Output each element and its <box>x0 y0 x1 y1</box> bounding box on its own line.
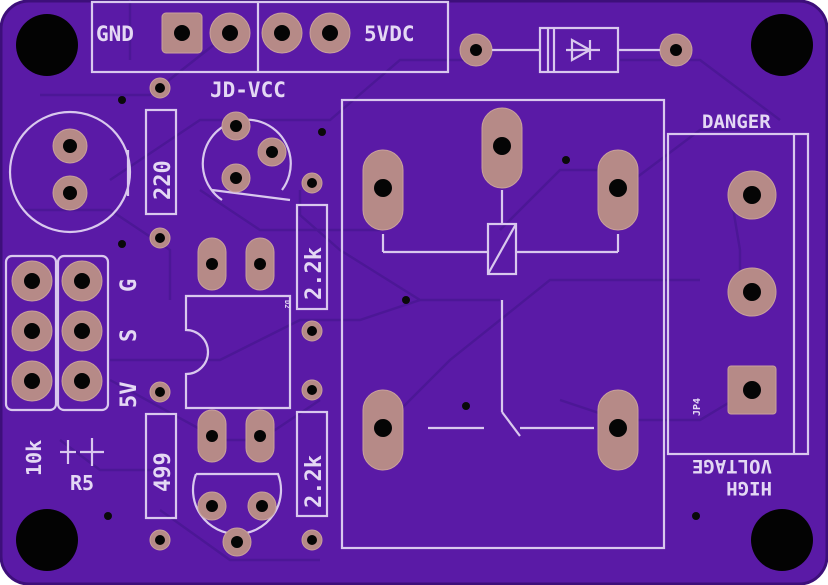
label-g: G <box>117 279 142 292</box>
flyback-diode <box>459 26 693 74</box>
resistor-r5: 10k R5 <box>22 438 104 495</box>
label-220: 220 <box>151 160 176 200</box>
label-10k: 10k <box>22 440 46 476</box>
resistor-499: 499 <box>144 381 178 551</box>
label-5v: 5V <box>117 382 142 409</box>
capacitor <box>8 110 132 234</box>
signal-header: G S 5V <box>4 254 142 412</box>
label-r5: R5 <box>70 471 94 495</box>
resistor-220: 220 <box>144 77 178 249</box>
label-2k2-bottom: 2.2k <box>302 455 327 508</box>
optocoupler: D2 <box>184 237 292 463</box>
transistor <box>191 472 283 557</box>
label-jp4: JP4 <box>692 398 703 416</box>
label-high: HIGH <box>726 477 772 499</box>
mounting-hole-bottom-left <box>16 509 78 571</box>
vias <box>104 96 700 520</box>
label-2k2-top: 2.2k <box>302 247 327 300</box>
label-5vdc: 5VDC <box>364 22 415 46</box>
relay <box>340 98 666 550</box>
label-s: S <box>117 329 142 342</box>
resistor-2k2-bottom: 2.2k <box>295 379 329 551</box>
terminal-block: DANGER JP4 VOLTAGE HIGH <box>666 111 810 499</box>
label-jd-vcc: JD-VCC <box>210 78 286 102</box>
label-gnd: GND <box>96 22 134 46</box>
label-voltage: VOLTAGE <box>692 455 772 477</box>
mounting-hole-top-left <box>16 14 78 76</box>
jd-vcc-jumper: JD-VCC <box>201 78 292 202</box>
label-499: 499 <box>151 452 176 492</box>
label-danger: DANGER <box>702 111 771 133</box>
mounting-hole-bottom-right <box>751 509 813 571</box>
label-d2: D2 <box>283 300 291 308</box>
mounting-hole-top-right <box>751 14 813 76</box>
power-header: GND 5VDC <box>90 0 450 74</box>
resistor-2k2-top: 2.2k <box>295 172 329 342</box>
